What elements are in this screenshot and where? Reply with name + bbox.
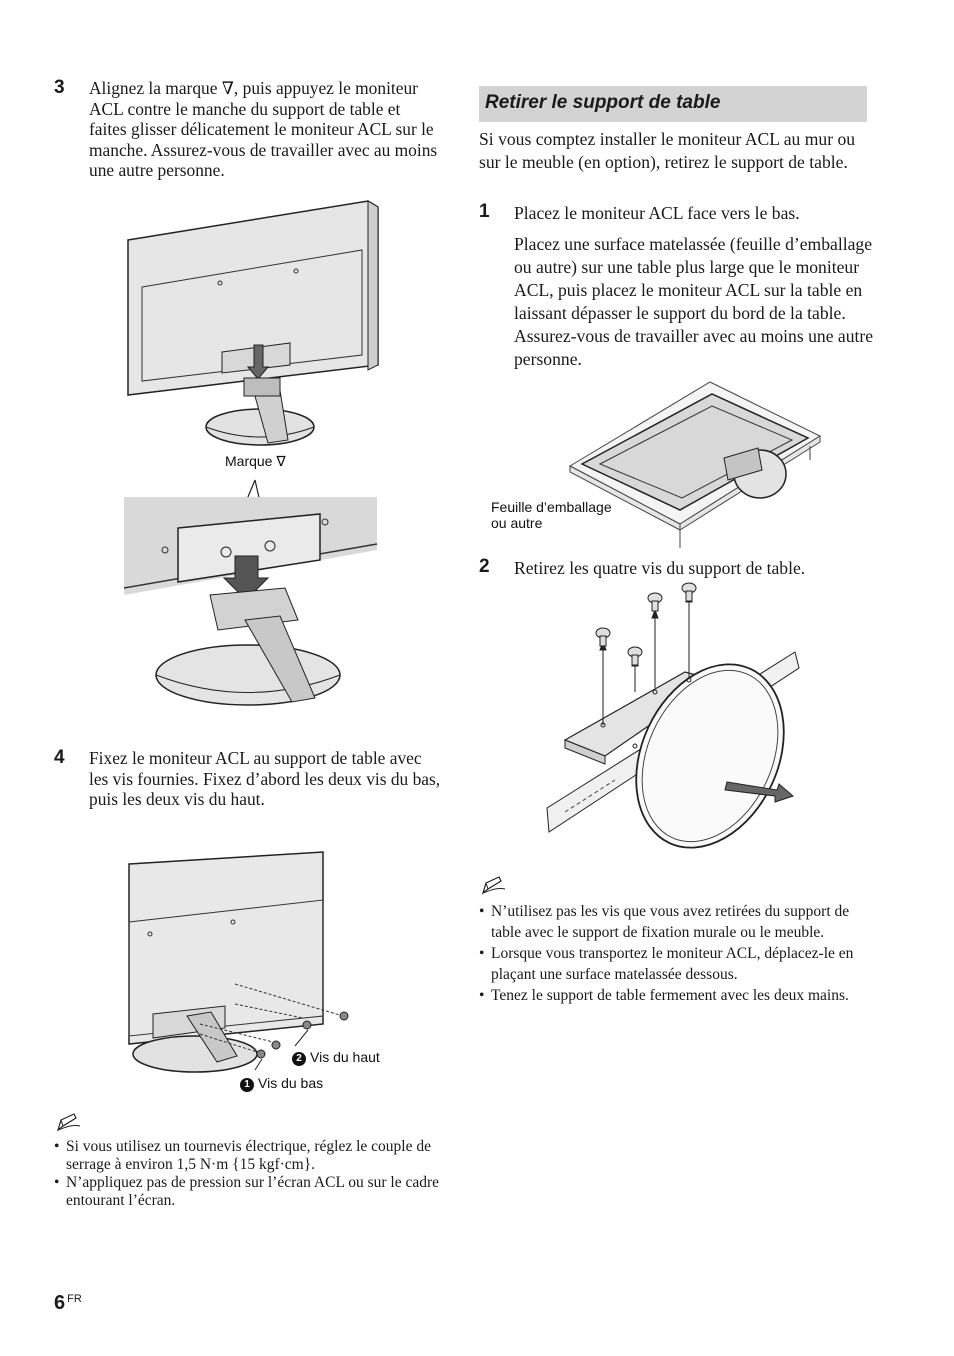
- figure-screws-install: [128, 851, 349, 1073]
- step-4-number: 4: [54, 747, 65, 768]
- step-2-number: 2: [479, 556, 490, 577]
- right-notes-list: N’utilisez pas les vis que vous avez ret…: [479, 901, 869, 1006]
- caption-feuille: Feuille d’emballage ou autre: [491, 499, 612, 531]
- right-note-item: Lorsque vous transportez le moniteur ACL…: [479, 943, 869, 985]
- caption-marque: Marque ∇: [225, 453, 286, 469]
- section-title: Retirer le support de table: [485, 92, 721, 113]
- step-1-text: Placez le moniteur ACL face vers le bas.: [514, 203, 800, 223]
- step-1-number: 1: [479, 201, 490, 222]
- section-header: Retirer le support de table: [479, 86, 867, 122]
- figure-tv-align-stand: [127, 200, 379, 446]
- step-3-number: 3: [54, 77, 65, 98]
- step-4-text: Fixez le moniteur ACL au support de tabl…: [89, 748, 441, 810]
- step-2-text: Retirez les quatre vis du support de tab…: [514, 558, 806, 578]
- left-note-item: Si vous utilisez un tournevis électrique…: [54, 1138, 444, 1174]
- right-note-item: Tenez le support de table fermement avec…: [479, 985, 869, 1006]
- left-notes-list: Si vous utilisez un tournevis électrique…: [54, 1138, 444, 1210]
- figure-alignment-closeup: [123, 479, 378, 706]
- page-number: 6: [54, 1292, 66, 1314]
- marker-2-icon: 2: [292, 1052, 306, 1066]
- left-note-item: N’appliquez pas de pression sur l’écran …: [54, 1174, 444, 1210]
- note-pencil-icon: [481, 876, 506, 895]
- marker-1-icon: 1: [240, 1078, 254, 1092]
- step-1-detail: Placez une surface matelassée (feuille d…: [514, 234, 874, 369]
- page-language: FR: [67, 1293, 82, 1305]
- step-3-text: Alignez la marque ∇, puis appuyez le mon…: [89, 78, 438, 181]
- intro-text: Si vous comptez installer le moniteur AC…: [479, 129, 856, 172]
- note-pencil-icon: [56, 1113, 81, 1132]
- figure-remove-stand: [546, 582, 800, 849]
- right-note-item: N’utilisez pas les vis que vous avez ret…: [479, 901, 869, 943]
- figure-tv-face-down: [568, 381, 822, 548]
